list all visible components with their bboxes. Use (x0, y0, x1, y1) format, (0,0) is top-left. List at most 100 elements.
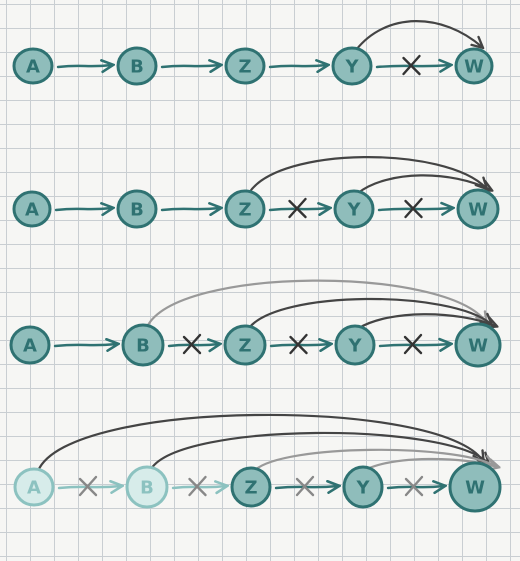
connector-line (56, 65, 112, 67)
node-circle (12, 47, 54, 85)
node-circle (454, 322, 502, 368)
skip-arc-z-w (253, 448, 493, 472)
node-a: A (12, 47, 54, 85)
node-label: W (468, 200, 488, 221)
connector-line (268, 65, 327, 67)
skip-arc-b-w (145, 279, 486, 329)
node-label: B (136, 336, 150, 357)
connector-line (386, 486, 444, 488)
node-w: W (454, 322, 502, 368)
skip-arc-y-w (356, 174, 491, 195)
node-label: Z (238, 57, 251, 78)
node-circle (331, 46, 373, 86)
node-label: Y (355, 478, 370, 499)
connector-line (269, 344, 330, 346)
skip-arc-y-w (354, 20, 482, 52)
blocked-arrow-z-y (274, 475, 338, 497)
chain-arrow-a-b (54, 208, 112, 210)
blocked-arrow-y-w (377, 197, 452, 219)
node-circle (224, 189, 266, 229)
cross-mark (289, 333, 308, 355)
node-w: W (448, 461, 502, 513)
node-y: Y (334, 324, 376, 366)
node-circle (125, 465, 169, 509)
connector-line (377, 208, 452, 210)
connector-line (171, 486, 226, 488)
blocked-arrow-y-w (375, 54, 450, 76)
blocked-arrow-z-y (268, 197, 329, 219)
node-label: Z (238, 336, 251, 357)
node-w: W (456, 188, 500, 230)
node-y: Y (342, 465, 384, 509)
node-label: W (465, 478, 485, 499)
connector-line (268, 208, 329, 210)
cross-mark (404, 197, 423, 219)
connector-line (167, 344, 219, 346)
cross-mark (78, 475, 98, 497)
node-b: B (121, 323, 165, 367)
node-label: A (26, 57, 40, 78)
node-circle (230, 466, 272, 508)
node-label: Z (238, 200, 251, 221)
skip-arc-z-w (247, 297, 491, 330)
node-label: Y (347, 336, 362, 357)
node-y: Y (331, 46, 373, 86)
node-circle (342, 465, 384, 509)
node-circle (223, 324, 267, 366)
node-circle (454, 47, 494, 85)
connector-line (378, 344, 450, 346)
node-label: B (140, 478, 154, 499)
node-label: Z (244, 478, 257, 499)
node-circle (456, 188, 500, 230)
connector-line (54, 208, 112, 210)
blocked-arrow-z-y (269, 333, 330, 355)
cross-mark (403, 333, 423, 355)
chain-arrow-a-b (56, 65, 112, 67)
node-circle (121, 323, 165, 367)
node-label: Y (346, 200, 361, 221)
skip-arc-a-w (36, 413, 483, 473)
node-circle (116, 46, 158, 86)
connector-line (57, 486, 121, 488)
node-b: B (116, 46, 158, 86)
cross-mark (295, 475, 315, 497)
cross-mark (288, 197, 307, 219)
cross-mark (404, 475, 424, 497)
connector-line (274, 486, 338, 488)
connector-line (160, 65, 220, 67)
node-circle (224, 47, 266, 85)
node-circle (13, 467, 55, 507)
node-z: Z (230, 466, 272, 508)
node-label: W (468, 336, 488, 357)
node-circle (448, 461, 502, 513)
connector-line (375, 65, 450, 67)
cross-mark (188, 475, 207, 497)
node-b: B (125, 465, 169, 509)
blocked-arrow-y-w (378, 333, 450, 355)
chain-arrow-b-z (160, 65, 220, 67)
node-circle (333, 189, 375, 229)
blocked-arrow-b-z (167, 333, 219, 355)
node-circle (334, 324, 376, 366)
cross-mark (402, 54, 421, 76)
node-y: Y (333, 189, 375, 229)
node-label: A (23, 336, 37, 357)
blocked-arrow-y-w (386, 475, 444, 497)
node-w: W (454, 47, 494, 85)
chain-arrow-z-y (268, 65, 327, 67)
node-circle (12, 190, 52, 228)
connector-line (53, 344, 117, 346)
node-z: Z (224, 189, 266, 229)
node-circle (9, 325, 51, 365)
skip-arc-b-w (149, 431, 488, 471)
chain-arrow-b-z (160, 208, 220, 210)
node-label: B (130, 200, 144, 221)
node-label: W (464, 57, 484, 78)
node-label: A (25, 200, 39, 221)
